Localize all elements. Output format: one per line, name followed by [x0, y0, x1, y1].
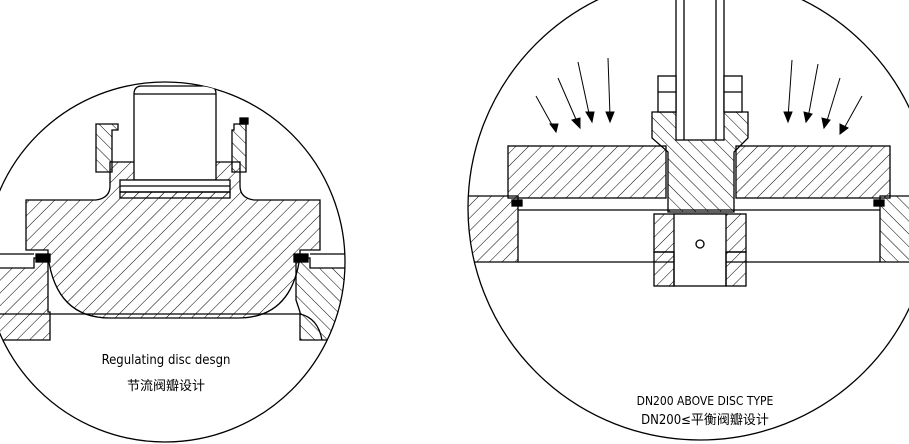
- valve-stem: [675, 0, 725, 141]
- caption-cn-right: DN200≤平衡阀瓣设计: [641, 413, 769, 428]
- valve-body-right-wall: [295, 257, 345, 341]
- lower-stem: [673, 213, 727, 287]
- valve-body-left-wall: [0, 257, 51, 341]
- pin-hole: [695, 239, 705, 249]
- seat-ring-right: [293, 253, 309, 263]
- balanced-disc-detail: [467, 0, 909, 441]
- stem-nut-right: [723, 75, 743, 113]
- guide-left: [95, 123, 119, 173]
- caption-en-right: DN200 ABOVE DISC TYPE: [636, 394, 774, 408]
- detail-circle-left: [0, 81, 346, 443]
- disc-plate-left: [507, 145, 667, 199]
- caption-cn-left: 节流阀瓣设计: [126, 379, 205, 394]
- disc-plate-right: [735, 145, 891, 199]
- stem-head: [133, 85, 217, 181]
- seat-ring-left: [35, 253, 51, 263]
- stem-nut-left: [657, 75, 677, 113]
- regulating-disc-detail: [0, 81, 346, 443]
- pressure-arrows: [535, 57, 863, 135]
- guide-right: [231, 123, 247, 173]
- valve-body-right-wall-r: [879, 195, 909, 263]
- caption-en-left: Regulating disc desgn: [101, 353, 231, 368]
